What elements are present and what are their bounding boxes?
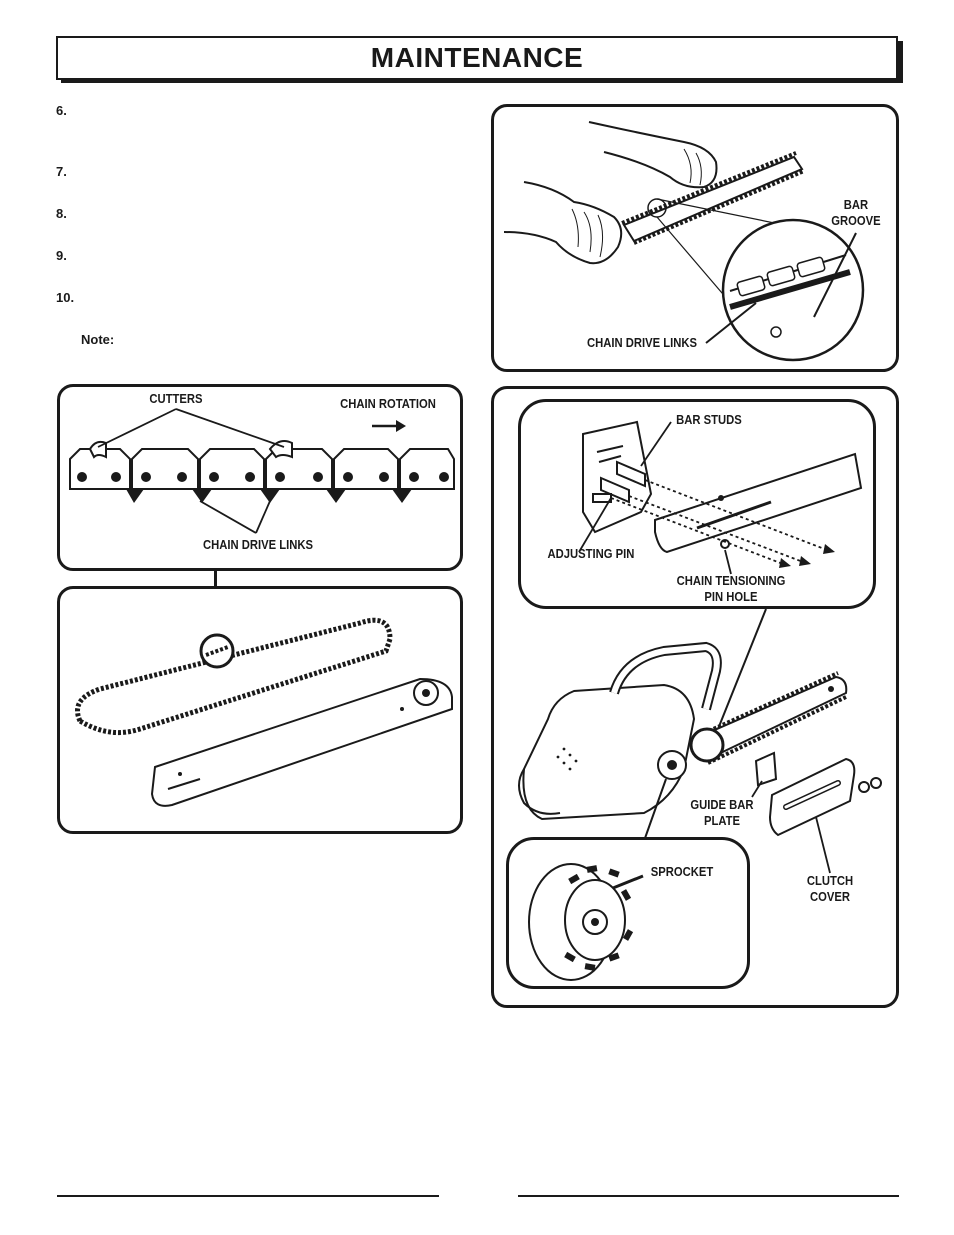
page-header: MAINTENANCE <box>56 36 898 80</box>
chain-rotation-label: CHAIN ROTATION <box>340 397 436 411</box>
sprocket-illustration <box>528 863 644 981</box>
chain-tensioning-pin-hole-label: CHAIN TENSIONING PIN HOLE <box>676 574 786 604</box>
bar-studs-illustration <box>578 420 863 575</box>
chain-links-illustration <box>69 408 455 534</box>
figure-assembly: BAR STUDS ADJUSTING PIN CHAIN TENSIONING… <box>491 386 899 1008</box>
clutch-cover-label: CLUTCH COVER <box>806 874 854 904</box>
footer-rule-left <box>57 1195 439 1197</box>
step-6-number: 6. <box>56 103 67 118</box>
adjusting-pin-label: ADJUSTING PIN <box>547 547 635 561</box>
figure-chain-and-bar <box>57 586 463 834</box>
figure-bar-groove: BAR GROOVE CHAIN DRIVE LINKS <box>491 104 899 372</box>
figure-chain-detail: CUTTERS CHAIN ROTATION CHAIN DRIVE LINKS <box>57 384 463 571</box>
step-10-number: 10. <box>56 290 75 305</box>
chain-drive-links-label-middle: CHAIN DRIVE LINKS <box>202 538 313 552</box>
inset-sprocket: SPROCKET <box>506 837 750 989</box>
step-7-number: 7. <box>56 164 67 179</box>
chainsaw-illustration <box>518 608 882 874</box>
cutters-label: CUTTERS <box>149 392 203 406</box>
inset-bar-studs: BAR STUDS ADJUSTING PIN CHAIN TENSIONING… <box>518 399 876 609</box>
chain-and-bar-illustration <box>75 617 453 807</box>
bar-studs-label: BAR STUDS <box>676 413 742 427</box>
sprocket-label: SPROCKET <box>650 865 714 879</box>
bar-groove-label: BAR GROOVE <box>831 198 881 228</box>
footer-rule-right <box>518 1195 899 1197</box>
note-label: Note: <box>81 332 115 347</box>
page-title: MAINTENANCE <box>370 42 584 73</box>
chain-drive-links-label-top: CHAIN DRIVE LINKS <box>586 336 697 350</box>
step-9-number: 9. <box>56 248 67 263</box>
bar-groove-illustration <box>503 121 865 362</box>
step-8-number: 8. <box>56 206 67 221</box>
guide-bar-plate-label: GUIDE BAR PLATE <box>690 798 754 828</box>
